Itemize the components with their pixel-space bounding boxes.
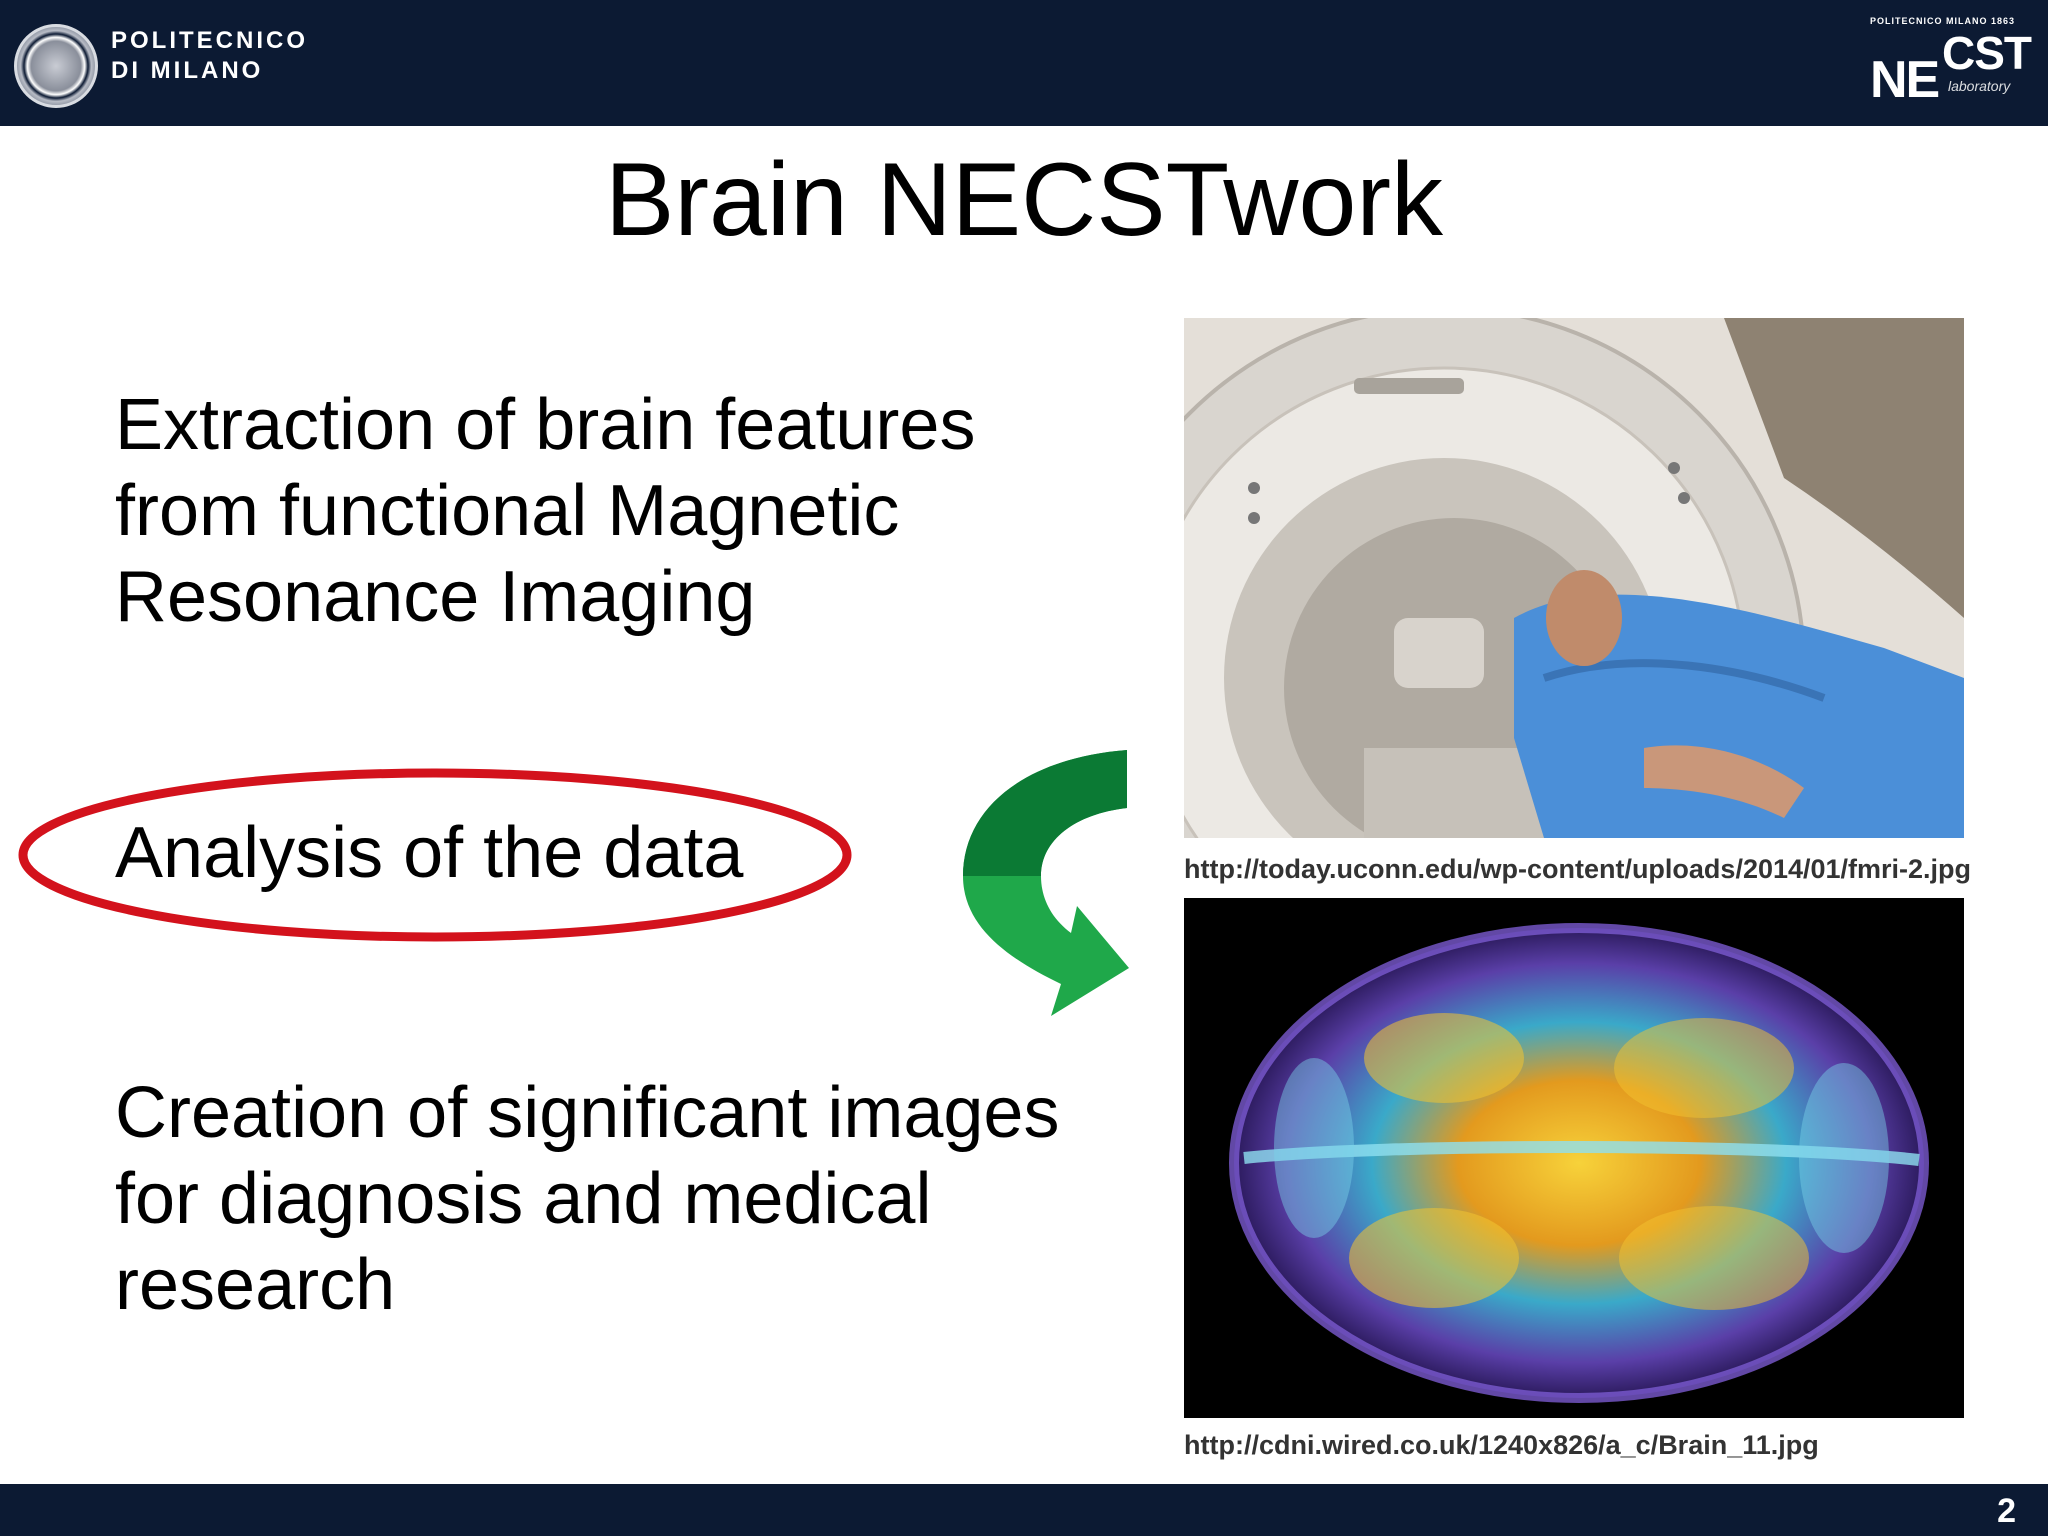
necst-logo-ne: NE xyxy=(1870,51,1940,109)
bullet-creation: Creation of significant images for diagn… xyxy=(115,1073,1060,1325)
mri-scanner-photo xyxy=(1184,318,1964,838)
necst-logo-cst: CST xyxy=(1942,27,2032,79)
highlight-ellipse xyxy=(10,760,880,950)
highlight-ellipse-shape xyxy=(18,768,852,942)
polimi-seal-logo xyxy=(14,24,98,108)
curved-arrow xyxy=(955,748,1135,1020)
slide-title: Brain NECSTwork xyxy=(605,142,1443,258)
footer-bar: 2 xyxy=(0,1484,2048,1536)
header-bar: POLITECNICO DI MILANO POLITECNICO MILANO… xyxy=(0,0,2048,126)
bullet-extraction: Extraction of brain features from functi… xyxy=(115,385,976,637)
university-name: POLITECNICO DI MILANO xyxy=(111,27,309,84)
curved-arrow-icon xyxy=(963,750,1129,1016)
necst-lab-logo: POLITECNICO MILANO 1863 NE CST laborator… xyxy=(1866,14,2032,114)
page-number: 2 xyxy=(1997,1492,2016,1530)
mri-scanner-illustration xyxy=(1184,318,1964,838)
necst-logo-top-text: POLITECNICO MILANO 1863 xyxy=(1870,16,2016,26)
brain-image-caption: http://cdni.wired.co.uk/1240x826/a_c/Bra… xyxy=(1184,1430,1819,1460)
necst-logo-sub: laboratory xyxy=(1948,78,2011,94)
bullet-analysis: Analysis of the data xyxy=(115,813,744,893)
mri-photo-caption: http://today.uconn.edu/wp-content/upload… xyxy=(1184,854,1972,884)
brain-connectome-image xyxy=(1184,898,1964,1418)
brain-connectome-illustration xyxy=(1184,898,1964,1418)
